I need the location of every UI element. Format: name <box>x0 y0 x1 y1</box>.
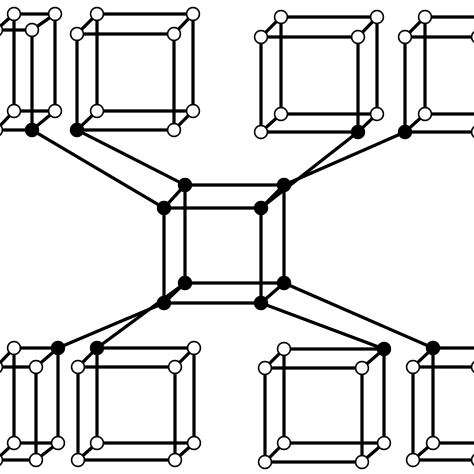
cube-top-left-outer-node-2 <box>24 122 40 138</box>
cube-bottom-right-inner-node-0 <box>257 360 273 376</box>
cube-top-right-inner-node-0 <box>253 29 269 45</box>
connector-edge-1 <box>75 128 187 187</box>
cube-center-node-6 <box>276 275 292 291</box>
cube-bottom-right-inner-node-7 <box>276 435 292 451</box>
cube-top-right-inner-node-3 <box>253 124 269 140</box>
cube-bottom-left-inner-node-2 <box>167 452 183 468</box>
cube-bottom-right-inner-node-5 <box>376 341 392 357</box>
cube-top-left-outer-node-4 <box>6 6 22 22</box>
cube-bottom-right-inner-node-6 <box>376 435 392 451</box>
cube-bottom-right-outer-node-7 <box>425 435 441 451</box>
cube-top-right-outer-node-2 <box>470 126 474 138</box>
cube-bottom-right-outer-node-1 <box>470 361 474 373</box>
cube-top-left-outer-node-5 <box>47 6 63 22</box>
cube-bottom-left-outer-node-1 <box>28 359 44 375</box>
cube-bottom-right-inner-node-3 <box>257 454 273 470</box>
cube-top-left-outer-node-0 <box>0 24 4 36</box>
cube-center-node-4 <box>177 177 193 193</box>
cube-bottom-left-inner-node-5 <box>186 340 202 356</box>
cube-bottom-right-inner-node-2 <box>354 454 370 470</box>
cube-top-right-inner-node-5 <box>369 9 385 25</box>
cube-bottom-right-inner-node-1 <box>354 360 370 376</box>
cube-bottom-left-inner-node-7 <box>89 435 105 451</box>
cube-bottom-left-inner-node-3 <box>70 452 86 468</box>
cube-top-right-outer-node-0 <box>397 29 413 45</box>
cube-bottom-left-outer-node-2 <box>28 452 44 468</box>
cube-top-left-inner-node-6 <box>185 103 201 119</box>
cube-top-left-outer-node-3 <box>0 124 4 136</box>
cube-top-right-outer-node-1 <box>470 31 474 43</box>
cube-bottom-left-inner-node-6 <box>186 435 202 451</box>
cube-center-node-0 <box>156 200 172 216</box>
cube-top-right-outer-node-4 <box>417 9 433 25</box>
cube-bottom-right-outer-node-0 <box>405 359 421 375</box>
connector-edge-2 <box>259 130 360 210</box>
cube-bottom-right-inner-node-4 <box>276 341 292 357</box>
cube-top-left-outer-node-6 <box>47 103 63 119</box>
cube-top-right-outer-node-7 <box>417 106 433 122</box>
cube-bottom-left-outer-node-4 <box>6 340 22 356</box>
connector-edge-5 <box>95 281 187 350</box>
cube-center-node-7 <box>177 275 193 291</box>
cube-bottom-left-outer-node-6 <box>50 435 66 451</box>
cube-bottom-left-outer-node-0 <box>0 361 4 373</box>
cube-bottom-left-inner-node-4 <box>89 340 105 356</box>
cube-center-node-2 <box>253 295 269 311</box>
cube-center-node-5 <box>276 177 292 193</box>
cube-center-node-1 <box>253 200 269 216</box>
cube-bottom-left-outer-node-7 <box>6 435 22 451</box>
cube-top-right-inner-node-2 <box>350 124 366 140</box>
cube-top-right-inner-node-1 <box>350 29 366 45</box>
connector-edge-0 <box>30 128 166 210</box>
cube-bottom-left-inner-node-0 <box>70 359 86 375</box>
cube-top-left-inner-node-4 <box>89 6 105 22</box>
cube-top-left-inner-node-7 <box>89 103 105 119</box>
cube-top-left-inner-node-1 <box>166 26 182 42</box>
cube-bottom-left-inner-node-1 <box>167 359 183 375</box>
cube-top-left-inner-node-0 <box>69 26 85 42</box>
cube-bottom-right-outer-node-4 <box>425 340 441 356</box>
cube-top-left-outer-node-1 <box>24 22 40 38</box>
cube-top-right-inner-node-7 <box>273 106 289 122</box>
cube-top-right-outer-node-3 <box>397 124 413 140</box>
cube-bottom-right-outer-node-3 <box>405 452 421 468</box>
connector-edge-7 <box>282 281 435 350</box>
cube-top-right-inner-node-6 <box>369 106 385 122</box>
cube-bottom-left-outer-node-3 <box>0 454 4 466</box>
cube-top-left-inner-node-3 <box>69 122 85 138</box>
connector-edge-3 <box>282 130 407 187</box>
cube-top-left-outer-node-7 <box>6 103 22 119</box>
cube-center-node-3 <box>156 295 172 311</box>
cube-top-right-inner-node-4 <box>273 9 289 25</box>
cube-top-left-inner-node-5 <box>185 6 201 22</box>
nodes-layer <box>0 6 474 470</box>
cube-bottom-left-outer-node-5 <box>50 340 66 356</box>
cube-top-left-inner-node-2 <box>166 122 182 138</box>
edges-layer <box>0 12 474 464</box>
connector-edge-6 <box>259 301 386 351</box>
cube-bottom-right-outer-node-2 <box>470 454 474 466</box>
